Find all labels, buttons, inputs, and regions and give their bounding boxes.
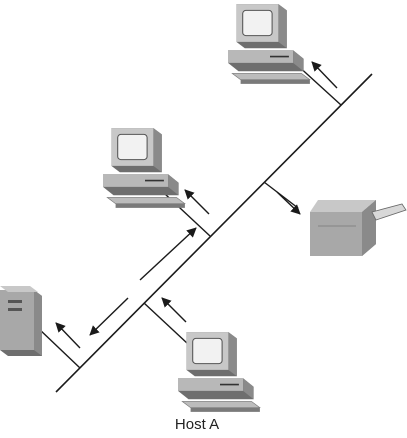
computer-icon (102, 127, 186, 209)
arrow-to-server (55, 322, 81, 349)
drop-line-server (37, 327, 81, 369)
arrow-from-host-a (161, 297, 187, 323)
host-a-label: Host A (174, 416, 220, 433)
arrow-along-bus-up (139, 227, 197, 281)
computer-icon (177, 331, 261, 413)
arrow-to-workstation-middle (184, 189, 210, 215)
drop-line-host-a (143, 302, 189, 345)
arrow-to-printer (276, 191, 301, 215)
printer-icon (310, 200, 407, 256)
server-icon (0, 286, 42, 356)
arrow-along-bus-down (89, 297, 129, 336)
network-bus-line (55, 73, 373, 393)
arrow-to-workstation-top (311, 61, 338, 89)
computer-icon (227, 3, 311, 85)
